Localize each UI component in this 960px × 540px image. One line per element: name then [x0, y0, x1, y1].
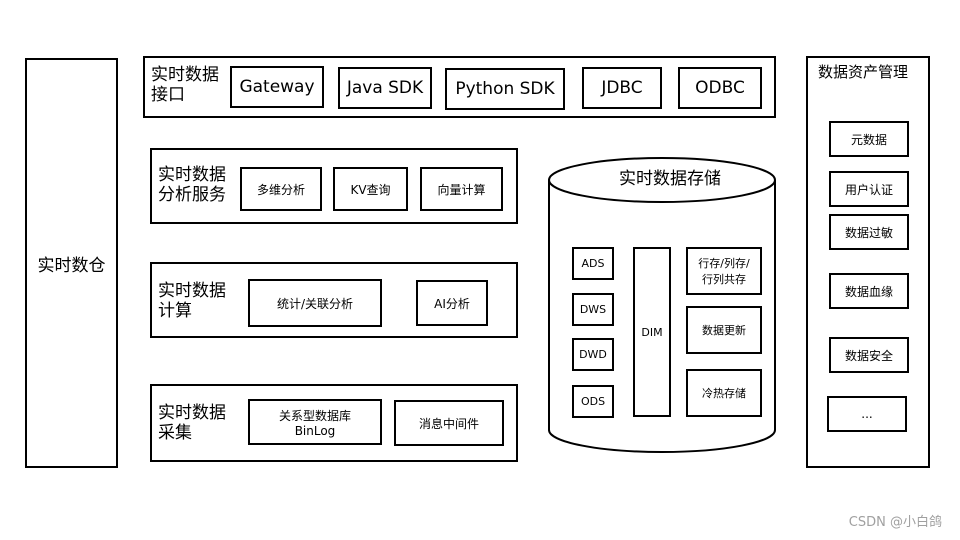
- compute-layer-title: 实时数据 计算: [158, 281, 226, 321]
- collect-item-binlog: 关系型数据库 BinLog: [248, 399, 382, 445]
- interface-item-python-sdk: Python SDK: [445, 68, 565, 110]
- interface-item-java-sdk: Java SDK: [338, 67, 432, 109]
- storage-feature-update: 数据更新: [686, 306, 762, 354]
- storage-title: 实时数据存储: [619, 169, 721, 189]
- interface-item-odbc: ODBC: [678, 67, 762, 109]
- asset-item-lineage: 数据血缘: [829, 273, 909, 309]
- storage-layer-ods: ODS: [572, 385, 614, 418]
- collect-layer-title: 实时数据 采集: [158, 403, 226, 443]
- interface-item-jdbc: JDBC: [582, 67, 662, 109]
- analysis-item-vector: 向量计算: [420, 167, 503, 211]
- storage-dim: DIM: [633, 247, 671, 417]
- interface-layer-title: 实时数据 接口: [151, 65, 219, 105]
- asset-item-auth: 用户认证: [829, 171, 909, 207]
- storage-feature-row-col: 行存/列存/ 行列共存: [686, 247, 762, 295]
- analysis-item-multidim: 多维分析: [240, 167, 322, 211]
- cylinder-top: [548, 157, 776, 203]
- analysis-item-kv-query: KV查询: [333, 167, 408, 211]
- asset-item-security: 数据安全: [829, 337, 909, 373]
- realtime-warehouse-title: 实时数仓: [37, 255, 106, 276]
- compute-item-stat: 统计/关联分析: [248, 279, 382, 327]
- compute-item-ai: AI分析: [416, 280, 488, 326]
- asset-mgmt-title: 数据资产管理: [818, 63, 909, 81]
- watermark: CSDN @小白鸽: [848, 515, 942, 530]
- storage-feature-hot-cold: 冷热存储: [686, 369, 762, 417]
- storage-layer-dws: DWS: [572, 293, 614, 326]
- interface-item-gateway: Gateway: [230, 66, 324, 108]
- collect-item-mq: 消息中间件: [394, 400, 504, 446]
- storage-layer-ads: ADS: [572, 247, 614, 280]
- asset-item-metadata: 元数据: [829, 121, 909, 157]
- analysis-layer-title: 实时数据 分析服务: [158, 165, 226, 205]
- realtime-warehouse-panel: 实时数仓: [25, 58, 118, 468]
- asset-item-more: ...: [827, 396, 907, 432]
- storage-layer-dwd: DWD: [572, 338, 614, 371]
- asset-item-desensitize: 数据过敏: [829, 214, 909, 250]
